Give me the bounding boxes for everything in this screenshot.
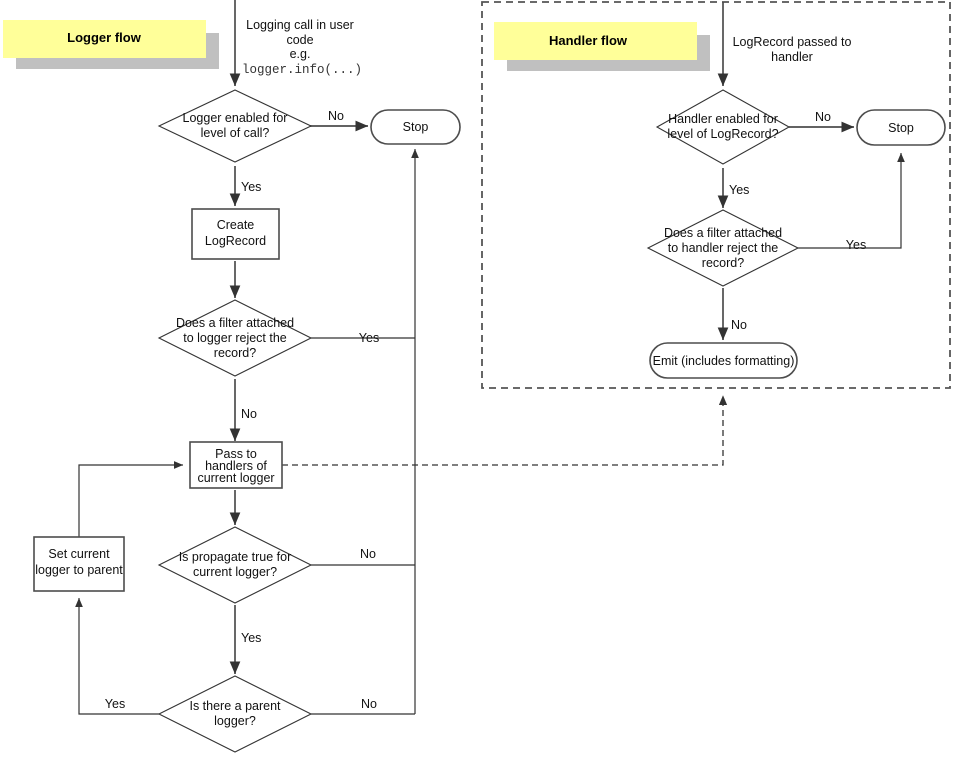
node-has-parent-line-1: logger? bbox=[214, 714, 256, 728]
node-emit: Emit (includes formatting) bbox=[649, 342, 798, 379]
node-handler-filter-line-0: Does a filter attached bbox=[664, 226, 782, 240]
node-set-parent-line-1: logger to parent bbox=[35, 563, 123, 577]
node-logger-filter-line-0: Does a filter attached bbox=[176, 316, 294, 330]
handler-entry-line-1: LogRecord passed to bbox=[733, 35, 852, 49]
node-is-propagate: Is propagate true for current logger? bbox=[157, 526, 313, 604]
node-handler-filter: Does a filter attached to handler reject… bbox=[646, 209, 800, 287]
node-set-parent: Set current logger to parent bbox=[33, 536, 125, 592]
edge-label-handler-filter-yes: Yes bbox=[846, 238, 866, 252]
legend-logger-box bbox=[3, 20, 206, 58]
node-stop: Stop bbox=[370, 109, 461, 145]
node-logger-enabled: Logger enabled for level of call? bbox=[157, 89, 313, 163]
logger-entry-line-1: Logging call in user bbox=[246, 18, 354, 32]
node-create-logrecord-line-0: Create bbox=[217, 218, 255, 232]
edge-handler-filter-yes bbox=[798, 152, 905, 249]
node-is-propagate-line-0: Is propagate true for bbox=[179, 550, 292, 564]
legend-handler-box bbox=[494, 22, 697, 60]
node-has-parent: Is there a parent logger? bbox=[157, 675, 313, 753]
handler-entry-annotation: LogRecord passed to handler bbox=[733, 35, 852, 64]
node-logger-enabled-line-1: level of call? bbox=[201, 126, 270, 140]
node-handler-stop-label: Stop bbox=[888, 121, 914, 135]
node-create-logrecord: Create LogRecord bbox=[191, 208, 280, 260]
node-handler-enabled-line-1: level of LogRecord? bbox=[667, 127, 778, 141]
node-logger-enabled-line-0: Logger enabled for bbox=[183, 111, 288, 125]
edge-label-handler-enabled-yes: Yes bbox=[729, 183, 749, 197]
node-pass-to-handlers-line-1: handlers of bbox=[205, 459, 267, 473]
node-logger-filter-line-2: record? bbox=[214, 346, 256, 360]
edge-set-parent-to-pass bbox=[78, 461, 184, 537]
edge-label-logger-filter-no: No bbox=[241, 407, 257, 421]
legend-handler-label: Handler flow bbox=[549, 33, 628, 48]
edge-pass-to-handler-flow-dashed bbox=[282, 395, 728, 466]
edge-label-parent-yes: Yes bbox=[105, 697, 125, 711]
node-pass-to-handlers-line-0: Pass to bbox=[215, 447, 257, 461]
legend-logger-label: Logger flow bbox=[67, 30, 142, 45]
edge-label-propagate-no: No bbox=[360, 547, 376, 561]
node-set-parent-line-0: Set current bbox=[48, 547, 110, 561]
logger-entry-annotation: Logging call in user code e.g. logger.in… bbox=[242, 18, 362, 77]
logger-entry-line-2: code bbox=[286, 33, 313, 47]
edge-parent-yes bbox=[75, 597, 159, 715]
node-has-parent-line-0: Is there a parent bbox=[189, 699, 281, 713]
legend-handler-flow bbox=[494, 22, 710, 71]
logger-entry-code: logger.info(...) bbox=[242, 63, 362, 77]
node-handler-filter-line-2: record? bbox=[702, 256, 744, 270]
edge-label-parent-no: No bbox=[361, 697, 377, 711]
logger-entry-line-3: e.g. bbox=[290, 47, 311, 61]
node-create-logrecord-line-1: LogRecord bbox=[205, 234, 266, 248]
node-stop-label: Stop bbox=[403, 120, 429, 134]
edge-label-propagate-yes: Yes bbox=[241, 631, 261, 645]
node-handler-enabled-line-0: Handler enabled for bbox=[668, 112, 778, 126]
handler-flow-group-border bbox=[481, 1, 951, 389]
node-emit-label: Emit (includes formatting) bbox=[653, 354, 795, 368]
edge-label-logger-filter-yes: Yes bbox=[359, 331, 379, 345]
node-handler-enabled: Handler enabled for level of LogRecord? bbox=[655, 89, 791, 165]
node-handler-filter-line-1: to handler reject the bbox=[668, 241, 779, 255]
edge-label-logger-enabled-yes: Yes bbox=[241, 180, 261, 194]
legend-logger-flow bbox=[3, 20, 219, 69]
handler-entry-line-2: handler bbox=[771, 50, 813, 64]
node-logger-filter-line-1: to logger reject the bbox=[183, 331, 287, 345]
node-handler-stop: Stop bbox=[856, 109, 946, 146]
edge-label-handler-enabled-no: No bbox=[815, 110, 831, 124]
edge-label-logger-enabled-no: No bbox=[328, 109, 344, 123]
node-pass-to-handlers-line-2: current logger bbox=[197, 471, 274, 485]
node-pass-to-handlers: Pass to handlers of current logger bbox=[189, 441, 283, 489]
node-logger-filter: Does a filter attached to logger reject … bbox=[157, 299, 313, 377]
edge-label-handler-filter-no: No bbox=[731, 318, 747, 332]
node-is-propagate-line-1: current logger? bbox=[193, 565, 277, 579]
